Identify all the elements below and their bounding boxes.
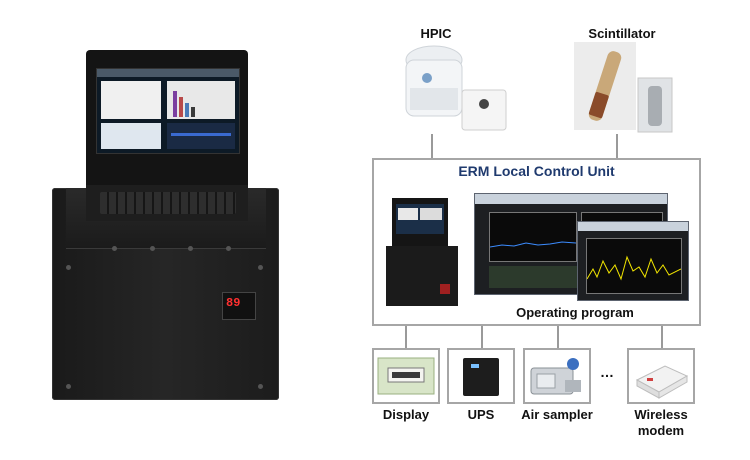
connector-display — [405, 326, 407, 348]
laptop-keyboard — [100, 192, 236, 214]
control-unit-title: ERM Local Control Unit — [458, 163, 615, 179]
device-box-wireless-modem — [627, 348, 695, 404]
device-box-air-sampler — [523, 348, 591, 404]
laptop-screen-graphic — [97, 69, 239, 149]
more-devices-ellipsis: … — [600, 364, 614, 380]
device-label-wireless-modem: Wireless modem — [634, 407, 688, 438]
device-label-air-sampler: Air sampler — [521, 407, 593, 422]
sensor-label-hpic: HPIC — [420, 26, 452, 41]
hpic-photo — [400, 42, 510, 134]
program-trace-left — [489, 241, 577, 248]
connector-hpic — [431, 134, 433, 158]
rack-screw — [188, 246, 193, 251]
operating-program-caption: Operating program — [516, 305, 634, 320]
device-box-display — [372, 348, 440, 404]
wireless-modem-icon — [635, 365, 689, 399]
rack-screw — [258, 265, 263, 270]
control-unit-computer — [382, 196, 462, 308]
device-label-display: Display — [382, 407, 430, 422]
device-label-ups: UPS — [467, 407, 495, 422]
rack-screw — [258, 384, 263, 389]
rack-screw — [112, 246, 117, 251]
connector-scintillator — [616, 134, 618, 158]
connector-ups — [481, 326, 483, 348]
program-front-titlebar — [578, 222, 688, 231]
rack-screw — [66, 265, 71, 270]
program-window-front — [577, 221, 689, 301]
program-titlebar — [475, 194, 667, 204]
program-plot-left — [489, 212, 577, 262]
scintillator-photo — [574, 42, 674, 134]
connector-air-sampler — [557, 326, 559, 348]
sensor-label-scintillator: Scintillator — [588, 26, 656, 41]
computer-icon — [386, 198, 458, 306]
scintillator-detector-icon — [574, 42, 673, 133]
controller-display: 89 — [226, 296, 241, 310]
display-icon — [377, 357, 435, 395]
rack-screw — [66, 384, 71, 389]
program-front-plot — [586, 238, 682, 294]
rack-screw — [226, 246, 231, 251]
rack-screw — [150, 246, 155, 251]
device-box-ups — [447, 348, 515, 404]
laptop-screen — [96, 68, 240, 154]
program-front-trace — [586, 255, 682, 281]
air-sampler-icon — [530, 358, 581, 395]
ups-icon — [463, 358, 499, 396]
connector-wireless-modem — [661, 326, 663, 348]
hpic-detector-icon — [405, 45, 507, 131]
temperature-controller — [222, 292, 256, 320]
